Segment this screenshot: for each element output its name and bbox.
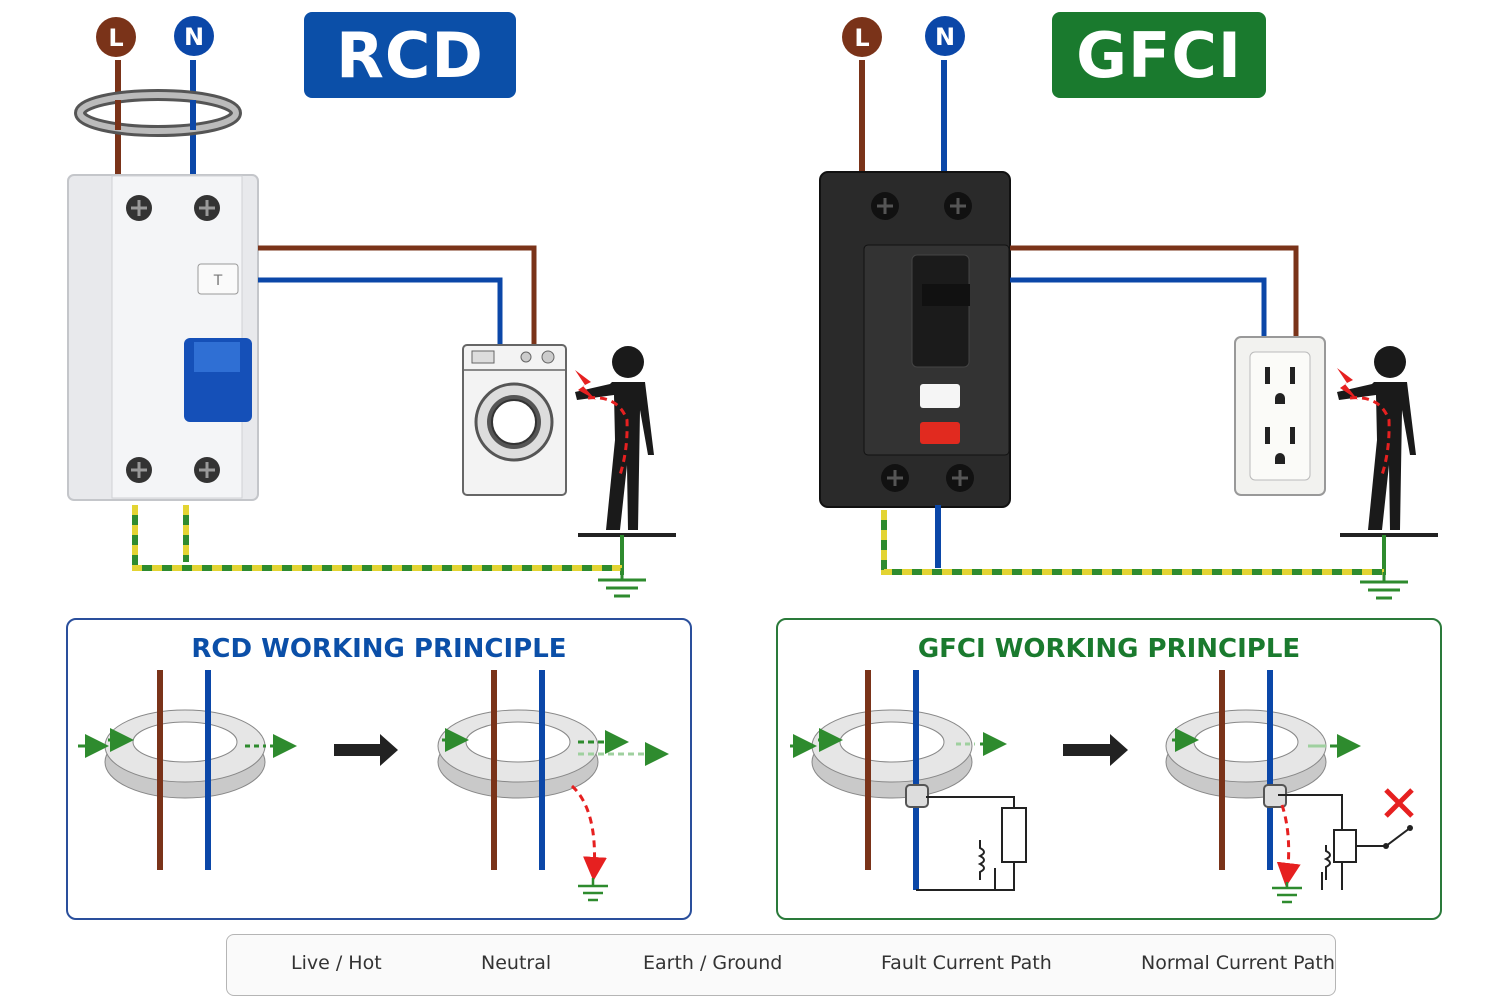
rcd-shock-icon — [575, 370, 596, 400]
gfci-ground-icon — [1360, 572, 1408, 600]
rcd-neutral-label: N — [184, 23, 204, 51]
rcd-title-badge: RCD — [304, 12, 516, 98]
gfci-person-icon — [1337, 346, 1416, 530]
rcd-live-terminal-icon — [96, 17, 136, 57]
gfci-panel-title: GFCI WORKING PRINCIPLE — [917, 634, 1301, 664]
legend-neutral-label: Neutral — [481, 952, 552, 974]
rcd-neutral-load-wire — [258, 277, 503, 345]
svg-text:T: T — [213, 273, 223, 289]
rcd-title: RCD — [336, 19, 484, 92]
rcd-top-diagram: L N T — [67, 16, 676, 598]
legend-normal-label: Normal Current Path — [1141, 952, 1335, 974]
rcd-live-load-wire — [258, 245, 537, 345]
rcd-neutral-terminal-icon — [174, 16, 214, 56]
gfci-coil-icon — [977, 840, 985, 880]
gfci-live-terminal-icon — [842, 17, 882, 57]
gfci-live-load-wire — [1010, 245, 1299, 338]
rcd-principle-diagram — [78, 670, 669, 902]
rcd-principle-panel: RCD WORKING PRINCIPLE — [66, 618, 692, 920]
rcd-earth-wire — [132, 505, 622, 571]
legend-fault-label: Fault Current Path — [881, 952, 1052, 974]
gfci-test-button — [920, 384, 960, 408]
legend: Live / Hot Neutral Earth / Ground Fault … — [226, 934, 1336, 996]
gfci-fault-path — [1276, 804, 1301, 887]
gfci-reset-button — [920, 422, 960, 444]
rcd-ground-icon — [598, 568, 646, 598]
gfci-title-badge: GFCI — [1052, 12, 1266, 98]
gfci-neutral-terminal-icon — [925, 16, 965, 56]
gfci-toggle-switch — [911, 254, 970, 368]
gfci-principle-panel: GFCI WORKING PRINCIPLE — [776, 618, 1442, 920]
gfci-resistor-icon — [1001, 807, 1027, 863]
gfci-title: GFCI — [1076, 19, 1242, 92]
gfci-top-diagram: L N — [819, 16, 1438, 600]
rcd-transition-arrow-icon — [334, 734, 398, 766]
gfci-earth-wire — [881, 510, 1384, 575]
gfci-neutral-load-wire — [1010, 277, 1267, 338]
rcd-test-button — [197, 263, 239, 295]
rcd-fault-path — [570, 784, 607, 881]
rcd-panel-title: RCD WORKING PRINCIPLE — [191, 634, 567, 664]
legend-live-label: Live / Hot — [291, 952, 382, 974]
gfci-transition-arrow-icon — [1063, 734, 1128, 766]
rcd-person-icon — [575, 346, 654, 530]
gfci-principle-diagram — [790, 670, 1414, 904]
gfci-neutral-label: N — [935, 23, 955, 51]
gfci-trip-x-icon — [1384, 788, 1414, 818]
gfci-panel-ground-icon — [1272, 882, 1302, 904]
rcd-live-label: L — [108, 24, 123, 52]
legend-earth-label: Earth / Ground — [643, 952, 783, 974]
rcd-panel-ground-icon — [578, 878, 608, 902]
gfci-live-label: L — [854, 24, 869, 52]
